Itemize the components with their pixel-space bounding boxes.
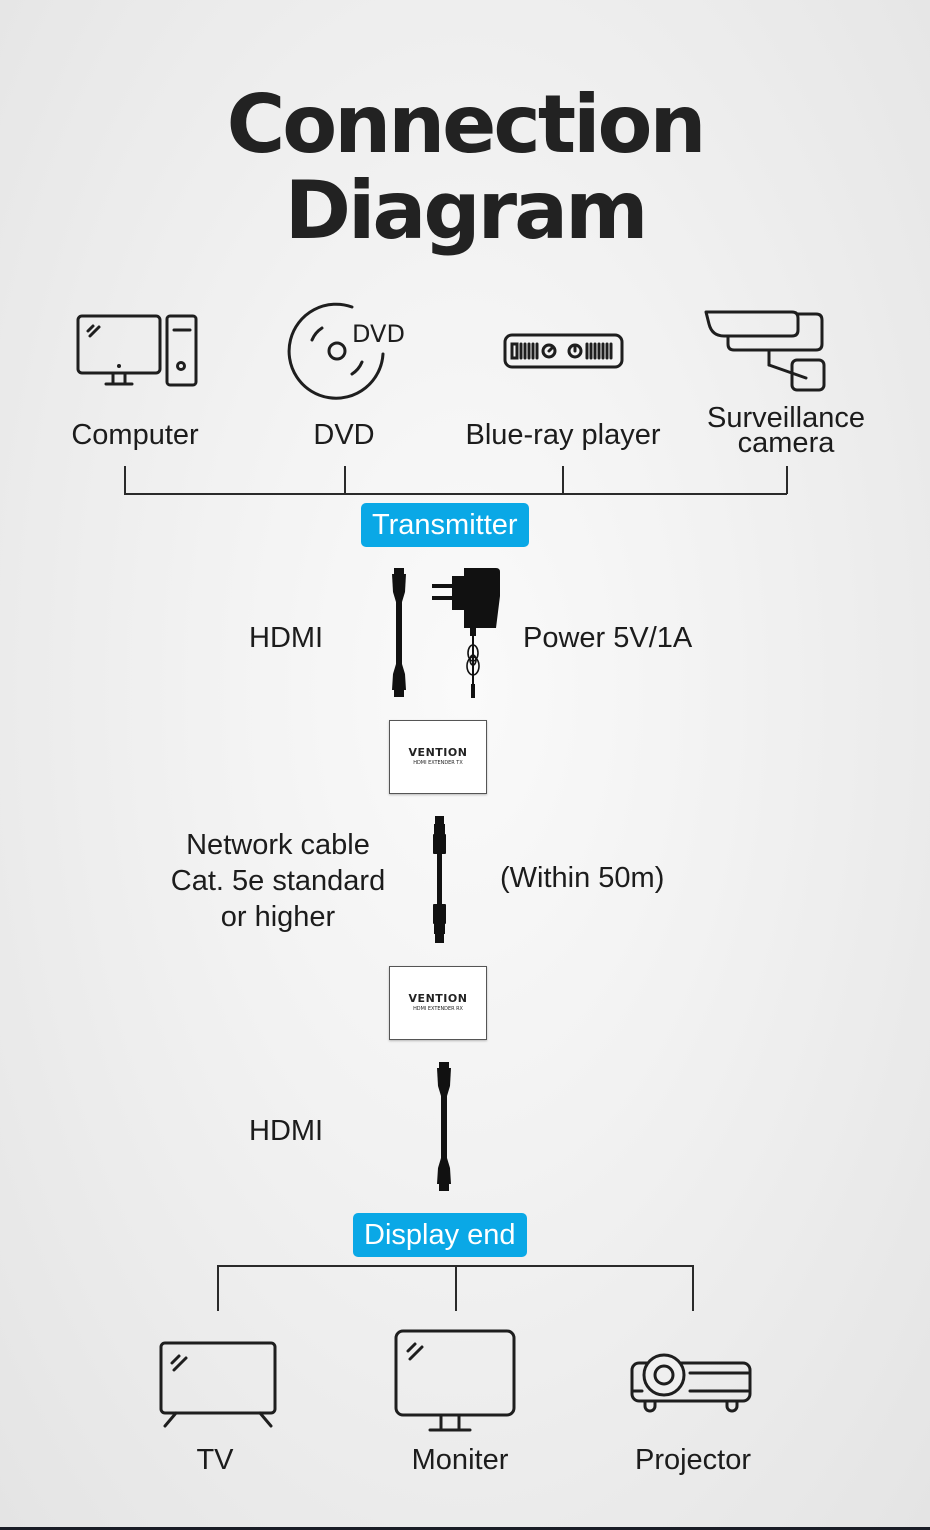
source-bracket-tick-camera	[786, 466, 788, 494]
display-end-badge: Display end	[353, 1213, 527, 1257]
dvd-icon-text: DVD	[352, 320, 405, 348]
power-adapter-icon	[432, 568, 500, 698]
hdmi-cable-label-rx: HDMI	[249, 1115, 324, 1147]
display-label-monitor: Moniter	[411, 1444, 509, 1476]
page-title: Connection Diagram	[0, 82, 930, 254]
hdmi-cable-label-tx: HDMI	[249, 622, 324, 654]
network-cable-line-3: or higher	[220, 901, 336, 933]
computer-icon	[76, 314, 198, 387]
display-bracket-tick-projector	[692, 1265, 694, 1311]
transmitter-brand: VENTION	[408, 746, 468, 759]
power-label: Power 5V/1A	[523, 622, 693, 654]
surveillance-camera-icon	[704, 310, 826, 392]
projector-icon	[630, 1353, 752, 1413]
dvd-icon: DVD	[287, 302, 405, 400]
transmitter-device: VENTION HDMI EXTENDER TX	[389, 720, 487, 794]
display-bracket-tick-tv	[217, 1265, 219, 1311]
receiver-model: HDMI EXTENDER RX	[413, 1006, 463, 1012]
blu-ray-player-icon	[503, 333, 624, 369]
transmitter-badge: Transmitter	[361, 503, 529, 547]
network-cable-line-1: Network cable	[186, 829, 370, 861]
display-label-tv: TV	[196, 1444, 234, 1476]
source-bracket-tick-blu-ray	[562, 466, 564, 494]
title-line-2: Diagram	[284, 164, 649, 257]
network-cable-line-2: Cat. 5e standard	[170, 865, 386, 897]
network-cable-label: Network cable Cat. 5e standard or higher	[171, 827, 385, 935]
bottom-edge-strip	[0, 1527, 930, 1530]
source-label-surveillance-line-2: camera	[737, 427, 835, 459]
source-label-blu-ray-player: Blue-ray player	[465, 419, 661, 451]
source-bracket-tick-computer	[124, 466, 126, 494]
title-line-1: Connection	[226, 78, 707, 171]
hdmi-cable-icon	[392, 568, 406, 697]
hdmi-cable-icon-rx	[437, 1062, 451, 1191]
transmitter-model: HDMI EXTENDER TX	[413, 760, 463, 766]
tv-icon	[159, 1341, 277, 1428]
source-bracket-tick-dvd	[344, 466, 346, 494]
source-label-surveillance-camera: Surveillance camera	[707, 402, 865, 459]
source-label-computer: Computer	[71, 419, 199, 451]
source-label-surveillance-line-1: Surveillance	[707, 402, 865, 434]
network-cable-icon	[433, 816, 446, 943]
display-bracket-tick-monitor	[455, 1265, 457, 1311]
receiver-device: VENTION HDMI EXTENDER RX	[389, 966, 487, 1040]
receiver-brand: VENTION	[408, 992, 468, 1005]
display-label-projector: Projector	[634, 1444, 752, 1476]
source-bracket-horizontal	[124, 493, 787, 495]
monitor-icon	[394, 1329, 516, 1432]
source-label-dvd: DVD	[313, 419, 375, 451]
distance-label: (Within 50m)	[500, 862, 665, 894]
